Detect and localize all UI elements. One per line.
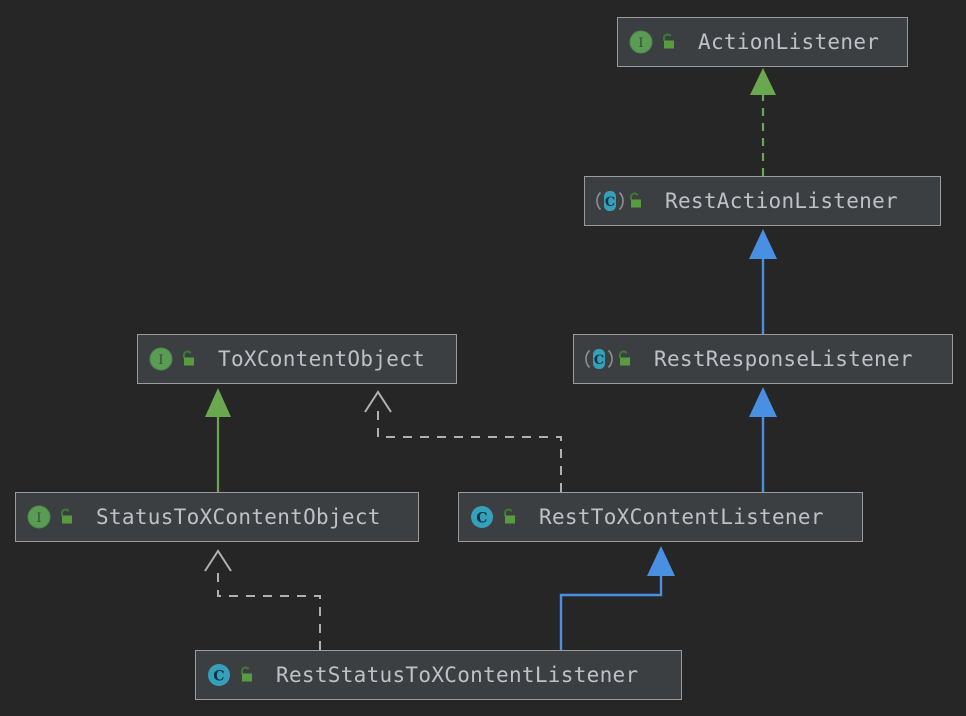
class-node-rest-response-listener[interactable]: C RestResponseListener bbox=[573, 334, 953, 384]
class-node-label: RestResponseListener bbox=[654, 347, 913, 371]
node-icon-group: C bbox=[595, 188, 651, 214]
svg-text:C: C bbox=[213, 669, 224, 685]
edge-rest-status-to-x-content-listener-implements-status-to-x-content-object bbox=[204, 549, 321, 650]
arrowhead-filled-triangle bbox=[749, 387, 777, 417]
class-node-rest-status-to-x-content-listener[interactable]: C RestStatusToXContentListener bbox=[195, 650, 682, 700]
abstract-class-icon: C bbox=[595, 188, 624, 214]
class-icon: C bbox=[469, 504, 495, 530]
edge-rest-response-listener-extends-rest-action-listener bbox=[749, 229, 777, 334]
unlocked-padlock-icon bbox=[236, 664, 256, 686]
node-icon-group: C bbox=[206, 662, 262, 688]
node-icon-group: I bbox=[628, 29, 684, 55]
class-node-action-listener[interactable]: I ActionListener bbox=[617, 17, 908, 67]
class-node-label: StatusToXContentObject bbox=[96, 505, 381, 529]
svg-text:I: I bbox=[36, 511, 41, 526]
class-node-label: RestActionListener bbox=[665, 189, 898, 213]
interface-icon: I bbox=[628, 29, 654, 55]
arrowhead-filled-triangle bbox=[647, 546, 675, 576]
arrowhead-open-triangle bbox=[364, 390, 392, 413]
class-node-rest-action-listener[interactable]: C RestActionListener bbox=[584, 176, 941, 226]
arrowhead-filled-triangle bbox=[750, 68, 776, 95]
abstract-class-icon: C bbox=[584, 346, 613, 372]
interface-icon: I bbox=[26, 504, 52, 530]
svg-text:C: C bbox=[594, 353, 604, 368]
node-icon-group: I bbox=[148, 346, 204, 372]
edge-rest-status-to-x-content-listener-extends-rest-to-x-content-listener bbox=[559, 546, 675, 650]
edge-line bbox=[217, 569, 321, 650]
arrowhead-filled-triangle bbox=[205, 388, 231, 417]
arrowhead-filled-triangle bbox=[749, 229, 777, 259]
unlocked-padlock-icon bbox=[499, 506, 519, 528]
interface-icon: I bbox=[148, 346, 174, 372]
arrowhead-open-triangle bbox=[204, 549, 232, 572]
class-node-label: RestToXContentListener bbox=[539, 505, 824, 529]
node-icon-group: C bbox=[584, 346, 640, 372]
unlocked-padlock-icon bbox=[625, 190, 645, 212]
class-node-label: ActionListener bbox=[698, 30, 880, 54]
edge-rest-action-listener-implements-action-listener bbox=[750, 68, 776, 176]
class-icon: C bbox=[206, 662, 232, 688]
unlocked-padlock-icon bbox=[178, 348, 198, 370]
edge-rest-to-x-content-listener-implements-to-x-content-object bbox=[364, 390, 562, 492]
edge-line bbox=[377, 410, 562, 492]
edge-rest-to-x-content-listener-extends-rest-response-listener bbox=[749, 387, 777, 492]
edge-status-to-x-content-object-extends-to-x-content-object bbox=[205, 388, 231, 492]
node-icon-group: I bbox=[26, 504, 82, 530]
unlocked-padlock-icon bbox=[56, 506, 76, 528]
svg-text:I: I bbox=[638, 36, 643, 51]
edge-line bbox=[559, 574, 663, 650]
svg-text:C: C bbox=[476, 511, 487, 527]
class-node-to-x-content-object[interactable]: I ToXContentObject bbox=[137, 334, 457, 384]
unlocked-padlock-icon bbox=[658, 31, 678, 53]
unlocked-padlock-icon bbox=[614, 348, 634, 370]
svg-text:I: I bbox=[158, 353, 163, 368]
node-icon-group: C bbox=[469, 504, 525, 530]
svg-text:C: C bbox=[605, 195, 615, 210]
class-node-rest-to-x-content-listener[interactable]: C RestToXContentListener bbox=[458, 492, 863, 542]
class-node-label: RestStatusToXContentListener bbox=[276, 663, 639, 687]
class-node-status-to-x-content-object[interactable]: I StatusToXContentObject bbox=[15, 492, 419, 542]
class-node-label: ToXContentObject bbox=[218, 347, 426, 371]
